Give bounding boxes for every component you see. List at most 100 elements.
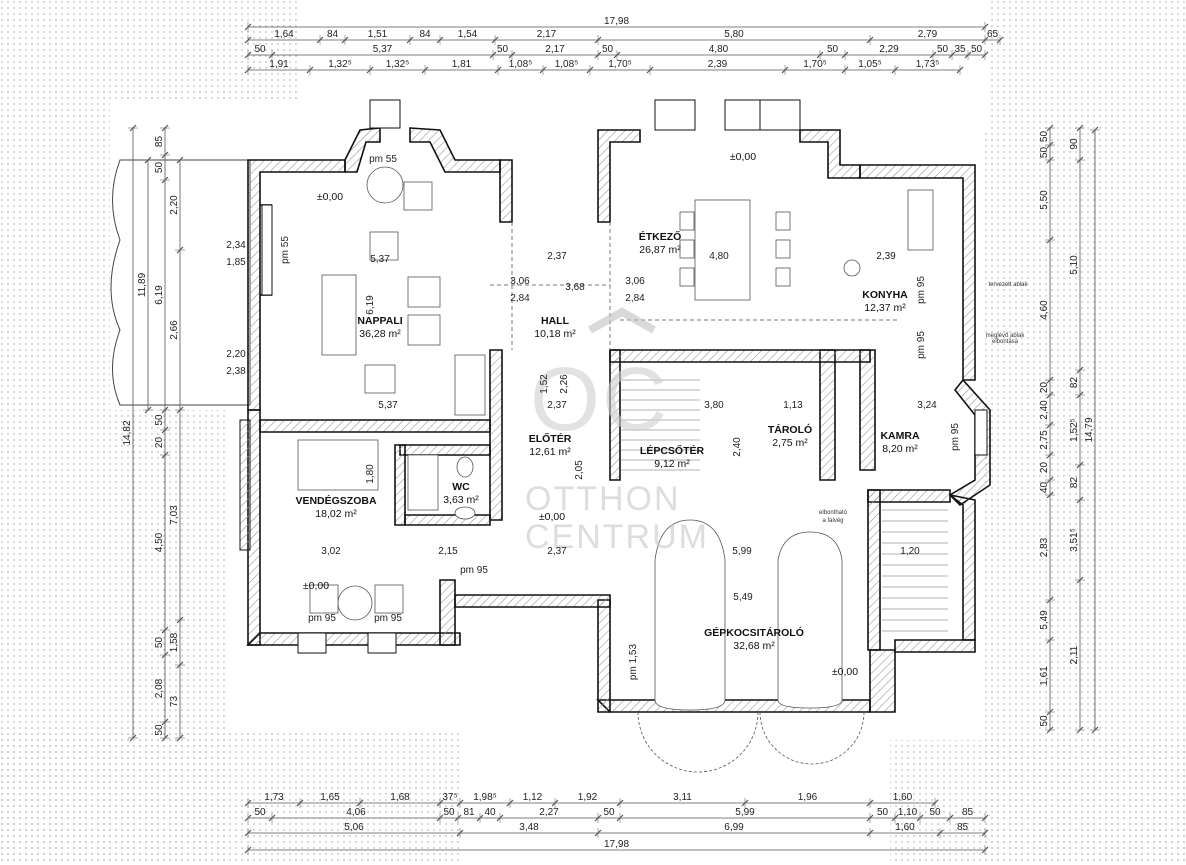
dining-table xyxy=(694,199,751,301)
chair xyxy=(775,211,791,231)
right-col2-label: 82 xyxy=(1069,477,1080,489)
wall-stair-west-lower xyxy=(867,489,881,651)
room-dimension: 2,84 xyxy=(510,293,530,304)
car-2 xyxy=(777,531,843,709)
bottom-row1-label: 1,92 xyxy=(578,792,598,803)
wall-pantry-west xyxy=(859,349,876,471)
room-name: ELŐTÉR xyxy=(529,432,572,445)
room-dimension: 5,37 xyxy=(370,254,390,265)
bottom-row2-label: 85 xyxy=(962,807,974,818)
wall-entrance-south xyxy=(454,594,611,608)
room-name: LÉPCSŐTÉR xyxy=(640,444,705,457)
wall-dining-east xyxy=(799,129,861,179)
left-col1-label: 20 xyxy=(154,437,165,449)
top-row1-label: 2,79 xyxy=(918,29,938,40)
bottom-row1-label: 37⁵ xyxy=(442,792,457,803)
bottom-row1-label: 1,68 xyxy=(390,792,410,803)
room-dimension: 1,52 xyxy=(539,374,550,394)
top-row2-label: 50 xyxy=(497,44,509,55)
room-dimension: 2,37 xyxy=(547,400,567,411)
wall-stair-north-top xyxy=(609,349,871,363)
room-dimension: 2,84 xyxy=(625,293,645,304)
parapet-height: pm 95 xyxy=(916,331,927,359)
window-dining-2 xyxy=(724,99,766,131)
wall-wc-north xyxy=(399,444,491,456)
top-row2-label: 2,17 xyxy=(545,44,565,55)
top-row2-label: 50 xyxy=(602,44,614,55)
right-col2-label: 5,10 xyxy=(1069,255,1080,275)
bottom-row2-label: 81 xyxy=(463,807,475,818)
left-col1-label: 85 xyxy=(154,136,165,148)
parapet-height: pm 55 xyxy=(369,154,397,165)
right-col2-label: 82 xyxy=(1069,377,1080,389)
right-col1-label: 1,61 xyxy=(1039,666,1050,686)
room-name: ÉTKEZŐ xyxy=(639,230,682,243)
annotations: ±0,00±0,00±0,00±0,00±0,005,375,372,341,8… xyxy=(226,151,1028,680)
walls xyxy=(239,99,991,773)
window-dining-3 xyxy=(759,99,801,131)
top-overall-label: 17,98 xyxy=(604,16,629,27)
armchair xyxy=(407,314,441,346)
top-row1-label: 2,17 xyxy=(537,29,557,40)
bottom-row1-label: 1,65 xyxy=(320,792,340,803)
bottom-row2-label: 50 xyxy=(254,807,266,818)
top-row3-label: 1,08⁵ xyxy=(555,59,579,70)
wall-wc-south xyxy=(404,514,491,526)
right-col1-label: 40 xyxy=(1039,482,1050,494)
room-dimension: 3,06 xyxy=(510,276,530,287)
top-row2-label: 50 xyxy=(254,44,266,55)
bottom-row3-label: 3,48 xyxy=(519,822,539,833)
right-col2-label: 90 xyxy=(1069,138,1080,150)
top-row3-label: 1,70⁵ xyxy=(803,59,827,70)
room-dimension: 1,13 xyxy=(783,400,803,411)
bed xyxy=(297,439,379,491)
room-dimension: 4,80 xyxy=(709,251,729,262)
room-dimension: 2,34 xyxy=(226,240,246,251)
bottom-row3-label: 6,99 xyxy=(724,822,744,833)
wall-wc-west xyxy=(394,444,406,526)
top-row1-label: 1,64 xyxy=(274,29,294,40)
right-col2-label: 3,51⁵ xyxy=(1069,528,1080,552)
chair xyxy=(775,267,791,287)
top-row2-label: 2,29 xyxy=(879,44,899,55)
top-row2-label: 50 xyxy=(827,44,839,55)
top-row3-label: 1,32⁵ xyxy=(386,59,410,70)
window-bay xyxy=(369,99,401,129)
right-col1-label: 50 xyxy=(1039,147,1050,159)
room-dimension: 5,37 xyxy=(378,400,398,411)
wall-east-lower xyxy=(949,494,976,641)
parapet-height: pm 95 xyxy=(460,565,488,576)
window-dining-1 xyxy=(654,99,696,131)
room-name: GÉPKOCSITÁROLÓ xyxy=(704,626,804,639)
parapet-height: pm 1,53 xyxy=(628,643,639,680)
wall-living-south xyxy=(259,419,491,433)
room-dimension: 5,99 xyxy=(732,546,752,557)
top-row3-label: 2,39 xyxy=(708,59,728,70)
top-row2-label: 50 xyxy=(937,44,949,55)
left-outer-label: 14,82 xyxy=(122,420,133,445)
room-area: 8,20 m² xyxy=(882,443,918,455)
bottom-row1-label: 1,60 xyxy=(893,792,913,803)
room-dimension: 2,15 xyxy=(438,546,458,557)
top-row1-label: 65 xyxy=(987,29,999,40)
right-col2-label: 1,52⁵ xyxy=(1069,418,1080,442)
round-table xyxy=(337,585,373,621)
top-row1-label: 84 xyxy=(419,29,431,40)
top-row3-label: 1,91 xyxy=(269,59,289,70)
top-row2-label: 35 xyxy=(954,44,966,55)
room-dimension: 3,24 xyxy=(917,400,937,411)
furniture xyxy=(297,166,934,711)
bottom-row2-label: 4,06 xyxy=(346,807,366,818)
armchair xyxy=(374,584,404,614)
wall-guest-south xyxy=(246,632,461,646)
top-row3-label: 1,32⁵ xyxy=(328,59,352,70)
room-area: 18,02 m² xyxy=(315,508,357,520)
wall-garage-west xyxy=(597,599,611,713)
left-col2-label: 1,58 xyxy=(169,632,180,652)
room-dimension: 2,37 xyxy=(547,546,567,557)
right-col1-label: 50 xyxy=(1039,131,1050,143)
